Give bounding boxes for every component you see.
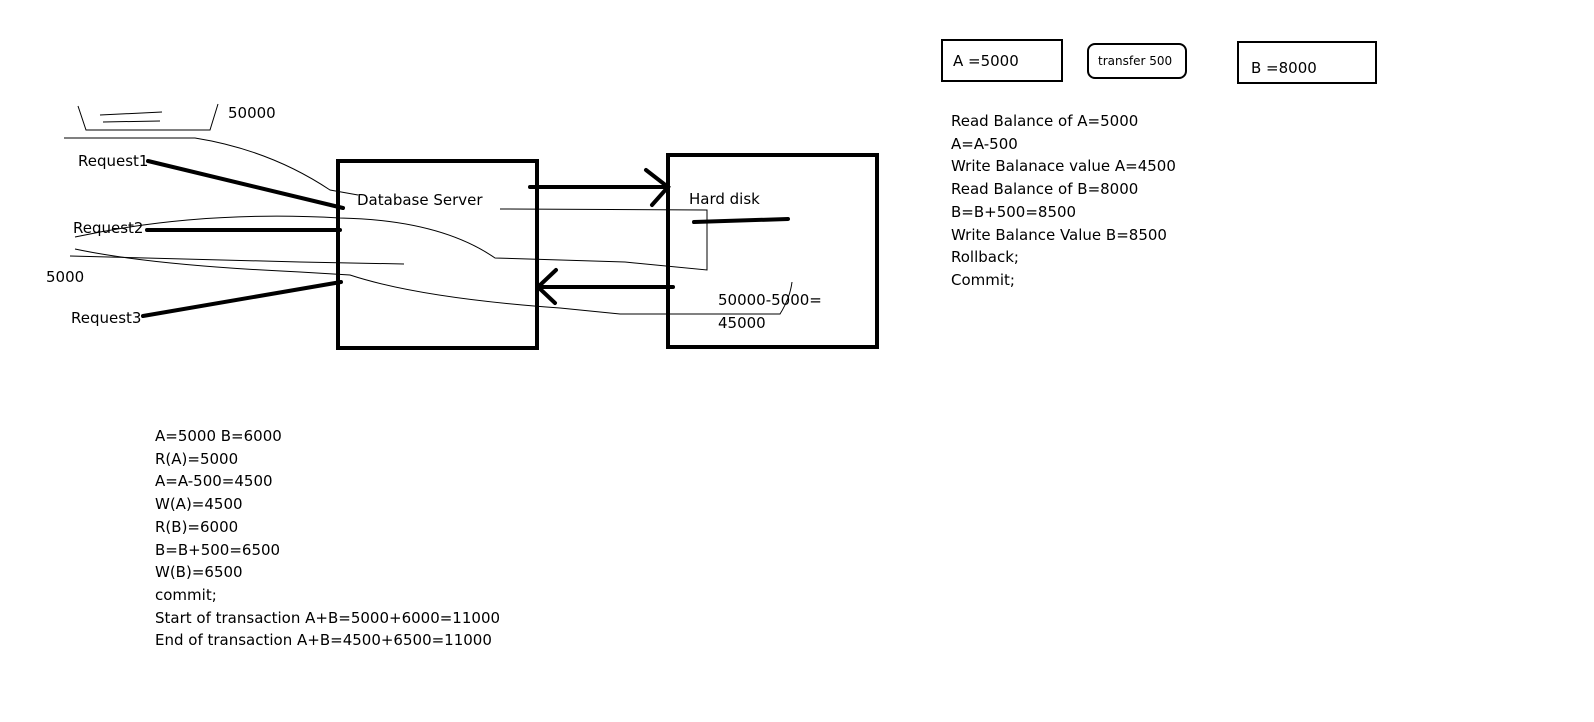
step-bottom-line: B=B+500=6500	[155, 540, 281, 559]
request1-label: Request1	[78, 152, 149, 170]
account-b-box: B =8000	[1237, 41, 1377, 84]
disk-mark-line	[692, 217, 790, 224]
transfer-box: transfer 500	[1087, 43, 1187, 79]
step-right-line: B=B+500=8500	[951, 202, 1077, 221]
disk-calc-line2: 45000	[718, 314, 766, 332]
hard-disk-label: Hard disk	[689, 190, 760, 208]
step-right-line: Rollback;	[951, 248, 1019, 267]
flow-line-1	[64, 137, 359, 196]
hard-disk-box	[666, 153, 879, 349]
database-server-box	[336, 159, 539, 350]
request3-line	[141, 280, 343, 318]
freehand-strokes	[64, 103, 793, 315]
step-bottom-line: W(B)=6500	[155, 563, 243, 582]
amount-top-label: 50000	[228, 104, 276, 122]
flow-line-4	[74, 248, 793, 315]
tank-line-1	[99, 111, 163, 116]
tank-line-2	[102, 120, 161, 123]
account-a-label: A =5000	[953, 52, 1019, 70]
step-right-line: Read Balance of A=5000	[951, 112, 1139, 130]
step-bottom-line: A=A-500=4500	[155, 472, 273, 491]
step-bottom-line: commit;	[155, 585, 217, 604]
request3-label: Request3	[71, 309, 142, 327]
tank-sketch	[77, 103, 219, 131]
step-right-line: Read Balance of B=8000	[951, 180, 1139, 199]
arrow-to-server	[535, 268, 675, 305]
step-right-line: A=A-500	[951, 134, 1018, 153]
step-bottom-line: R(A)=5000	[155, 449, 239, 468]
step-bottom-line: R(B)=6000	[155, 517, 239, 536]
arrow-to-disk	[528, 168, 671, 207]
step-bottom-line: Start of transaction A+B=5000+6000=11000	[155, 608, 501, 627]
step-bottom-line: End of transaction A+B=4500+6500=11000	[155, 631, 492, 650]
request2-label: Request2	[73, 219, 144, 237]
request1-line	[146, 159, 345, 210]
step-right-line: Commit;	[951, 270, 1015, 289]
account-a-box: A =5000	[941, 39, 1063, 82]
step-right-line: Write Balanace value A=4500	[951, 157, 1176, 176]
amount-left-label: 5000	[46, 268, 85, 286]
step-right-line: Write Balance Value B=8500	[951, 225, 1167, 244]
flow-line-2	[74, 208, 708, 271]
account-b-label: B =8000	[1251, 59, 1317, 77]
transfer-label: transfer 500	[1098, 54, 1173, 68]
step-bottom-line: A=5000 B=6000	[155, 427, 282, 445]
step-bottom-line: W(A)=4500	[155, 495, 243, 514]
disk-calc-line1: 50000-5000=	[718, 291, 822, 309]
database-server-label: Database Server	[357, 191, 483, 209]
flow-line-3	[69, 255, 405, 265]
